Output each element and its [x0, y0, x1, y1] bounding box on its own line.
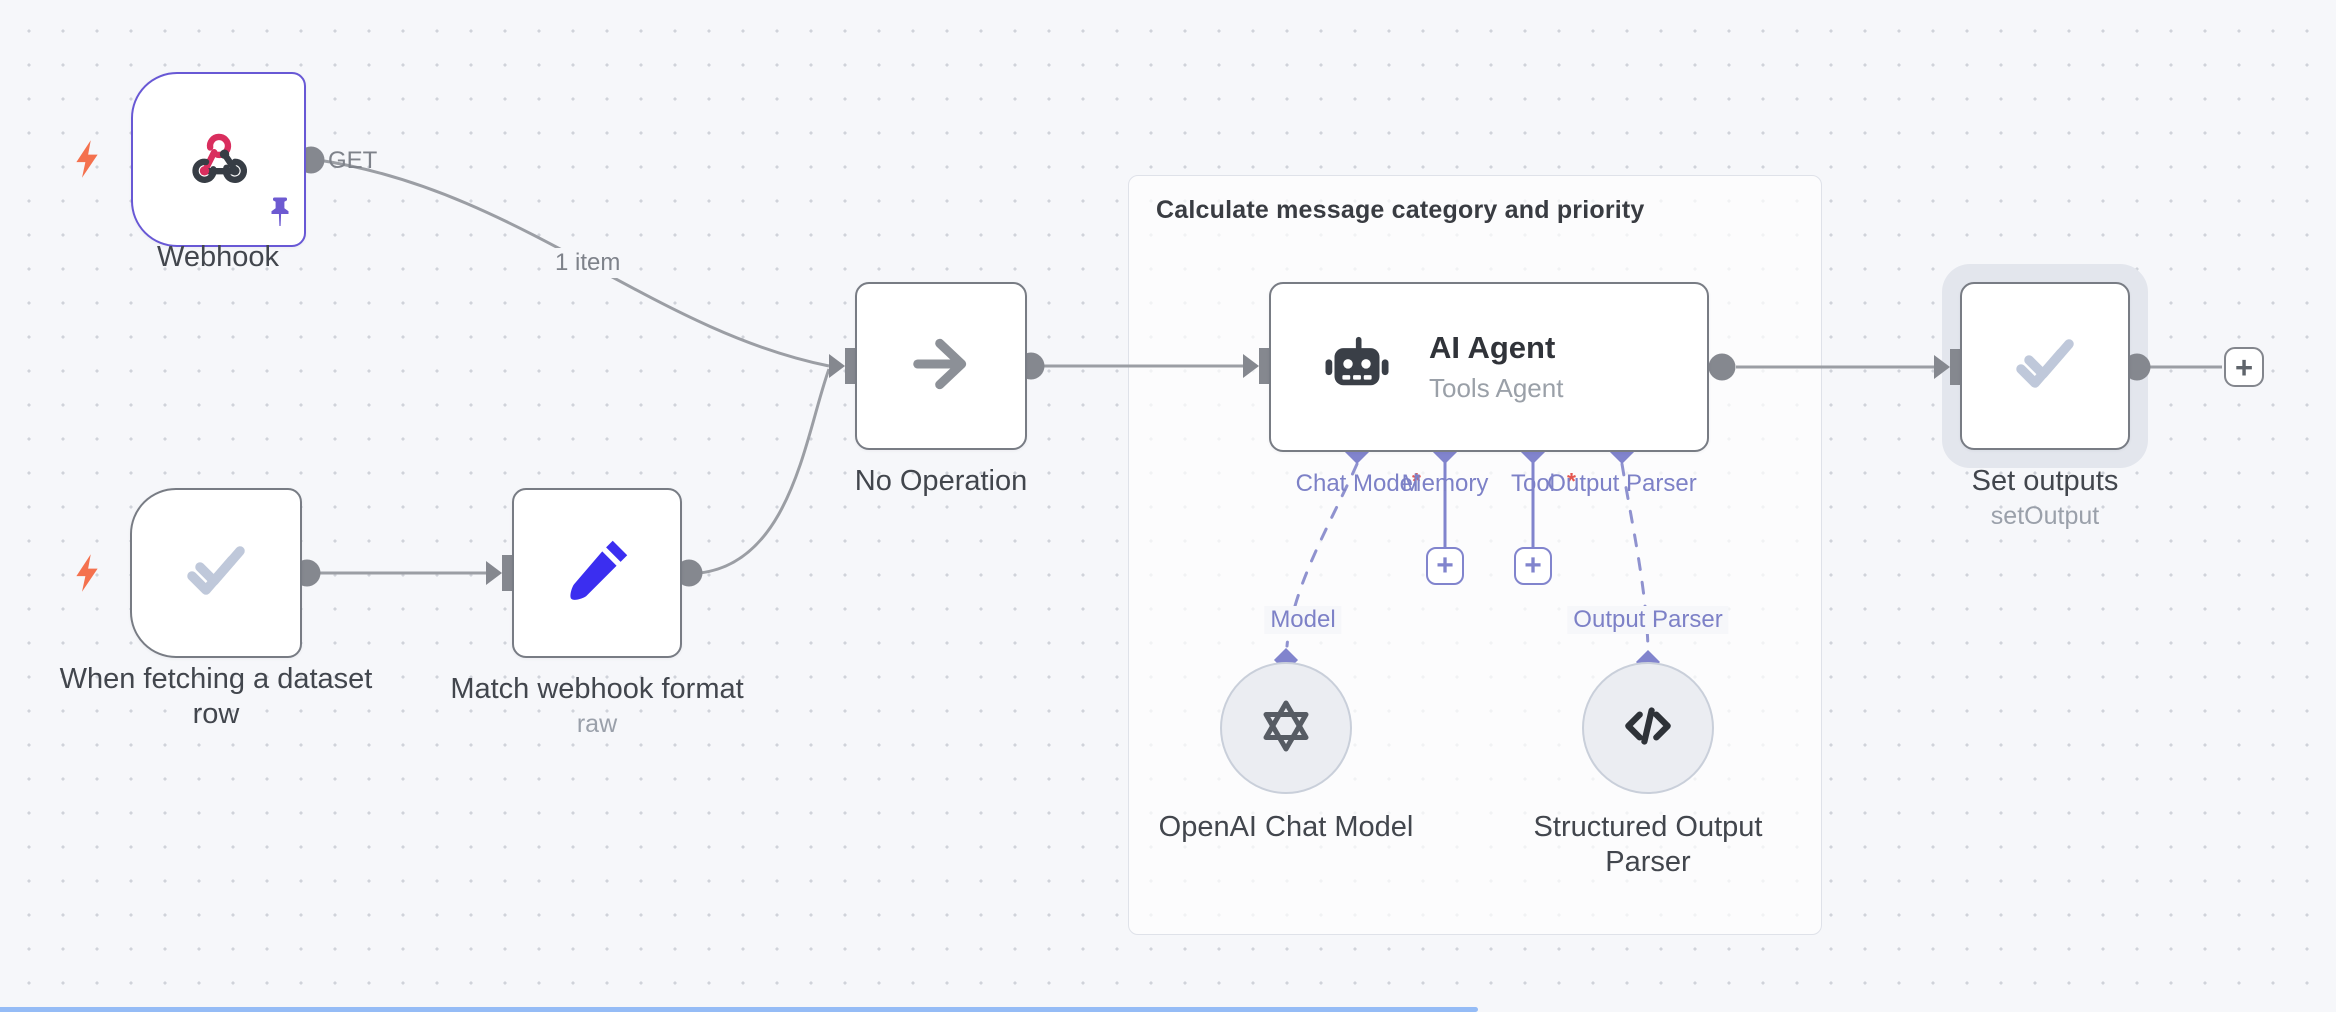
port-label-chat-model: Chat Model [1295, 470, 1419, 497]
connection-items-label: 1 item [548, 248, 628, 278]
input-port-noop[interactable] [829, 348, 856, 384]
node-match-format[interactable] [512, 488, 682, 658]
required-asterisk: * [1412, 468, 1421, 494]
node-label-dataset: When fetching a dataset row [59, 663, 373, 731]
node-sublabel-setoutputs: setOutput [1990, 502, 2100, 530]
node-no-operation[interactable] [855, 282, 1027, 450]
node-sublabel-match: raw [576, 710, 618, 738]
add-next-node-button[interactable]: + [2224, 347, 2264, 387]
node-openai-chat-model[interactable] [1220, 662, 1352, 794]
port-label-output-parser: Output Parser [1547, 470, 1697, 497]
webhook-method-label: GET [328, 147, 378, 174]
pencil-icon [560, 534, 634, 613]
input-port-match[interactable] [486, 555, 513, 591]
link-label-output-parser: Output Parser [1567, 606, 1729, 634]
double-check-icon [2011, 332, 2079, 401]
node-set-outputs[interactable] [1960, 282, 2130, 450]
add-memory-button[interactable]: + [1426, 547, 1464, 585]
node-label-noop: No Operation [854, 465, 1028, 497]
double-check-icon [182, 539, 250, 608]
node-label-match: Match webhook format [450, 673, 744, 705]
link-label-model: Model [1264, 606, 1342, 634]
node-dataset-trigger[interactable] [130, 488, 302, 658]
plus-icon: + [1436, 549, 1454, 582]
code-icon [1619, 697, 1677, 760]
node-label-structured: Structured Output Parser [1533, 811, 1763, 879]
node-label-openai: OpenAI Chat Model [1158, 811, 1414, 843]
node-label-setoutputs: Set outputs [1971, 465, 2119, 497]
node-webhook[interactable] [131, 72, 306, 247]
add-tool-button[interactable]: + [1514, 547, 1552, 585]
node-label-webhook: Webhook [157, 241, 279, 273]
trigger-bolt-icon [72, 138, 102, 185]
node-ai-agent[interactable]: AI Agent Tools Agent [1269, 282, 1709, 452]
agent-subtitle: Tools Agent [1429, 373, 1564, 403]
agent-title: AI Agent [1429, 330, 1556, 365]
port-label-memory: Memory [1401, 470, 1489, 497]
arrow-right-icon [910, 333, 972, 400]
plus-icon: + [1524, 549, 1542, 582]
openai-icon [1254, 694, 1318, 763]
plus-icon: + [2234, 349, 2254, 385]
node-structured-output-parser[interactable] [1582, 662, 1714, 794]
robot-icon [1321, 332, 1393, 403]
required-asterisk: * [1567, 468, 1576, 494]
group-title: Calculate message category and priority [1156, 196, 1645, 224]
horizontal-scrollbar[interactable] [0, 1007, 1478, 1012]
trigger-bolt-icon [72, 552, 102, 599]
webhook-icon [187, 128, 251, 191]
pin-icon [268, 196, 292, 233]
